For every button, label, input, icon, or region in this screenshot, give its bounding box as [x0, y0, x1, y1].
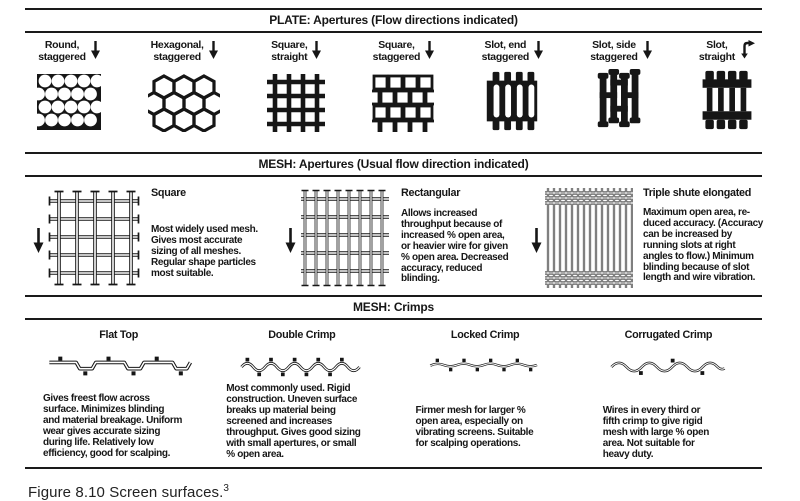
mesh-text-block: Triple shute elongated Maximum open area…	[643, 187, 765, 289]
plate-label: Hexagonal, staggered	[150, 39, 218, 63]
crimp-item-title: Flat Top	[99, 329, 139, 341]
mesh-item-square: Square Most widely used mesh. Gives most…	[33, 187, 279, 289]
crimp-item-title: Double Crimp	[268, 329, 336, 341]
down-arrow-icon	[312, 41, 322, 59]
crimp-item-description: Gives freest flow across surface. Minimi…	[43, 393, 182, 459]
crimp-item-double-crimp: Double Crimp Most commonly used. Rigid c…	[210, 329, 393, 463]
figure-caption-footnote-ref: 3	[223, 483, 230, 494]
mesh-text-block: Rectangular Allows increased throughput …	[401, 187, 529, 289]
flat-top-crimp-icon	[48, 356, 192, 376]
mesh-item-description: Allows increased throughput because of i…	[401, 208, 509, 285]
crimp-item-corrugated-crimp: Corrugated Crimp Wires in every third or…	[577, 329, 760, 463]
mesh-text-block: Square Most widely used mesh. Gives most…	[151, 187, 279, 289]
rule-above-crimps-header	[25, 295, 762, 297]
flow-arrow	[531, 187, 545, 289]
plate-section-header: PLATE: Apertures (Flow directions indica…	[269, 13, 518, 27]
rectangular-weave-pattern-icon	[301, 189, 389, 287]
plate-label: Square, staggered	[372, 39, 435, 63]
down-arrow-icon	[285, 228, 296, 253]
rule-top	[25, 8, 762, 10]
plate-item-square-staggered: Square, staggered	[372, 39, 435, 140]
slot-side-staggered-pattern-icon	[597, 69, 641, 128]
plate-item-slot-straight: Slot, straight	[698, 39, 756, 140]
square-staggered-pattern-icon	[372, 74, 435, 132]
round-staggered-pattern-icon	[37, 74, 101, 130]
plate-item-square-straight: Square, straight	[267, 39, 326, 140]
crimp-item-description: Firmer mesh for larger % open area, espe…	[415, 405, 534, 449]
rule-below-mesh-header	[25, 175, 762, 177]
mesh-item-title: Rectangular	[401, 187, 461, 199]
crimp-item-description: Wires in every third or fifth crimp to g…	[602, 405, 710, 460]
mesh-item-title: Square	[151, 187, 186, 199]
crimp-item-locked-crimp: Locked Crimp Firmer mesh for larger % op…	[394, 329, 577, 463]
mesh-crimps-row: Flat Top Gives freest flow across surfac…	[25, 320, 762, 467]
plate-label: Slot, end staggered	[481, 39, 544, 63]
rule-below-crimps-header	[25, 318, 762, 320]
rule-below-plate-header	[25, 31, 762, 33]
flow-arrow	[285, 187, 299, 289]
figure-caption: Figure 8.10 Screen surfaces.3	[28, 483, 762, 501]
crimp-item-title: Locked Crimp	[450, 329, 520, 341]
slot-straight-pattern-icon	[702, 70, 752, 130]
rule-bottom	[25, 467, 762, 469]
slot-end-staggered-pattern-icon	[487, 71, 538, 131]
mesh-item-rectangular: Rectangular Allows increased throughput …	[285, 187, 529, 289]
plate-label-text: Square, straight	[271, 39, 308, 63]
locked-crimp-icon	[429, 358, 538, 372]
plate-label-text: Slot, end staggered	[481, 39, 530, 63]
down-arrow-icon	[425, 41, 435, 59]
plate-item-round-staggered: Round, staggered	[37, 39, 101, 140]
mesh-item-description: Maximum open area, re- duced accuracy. (…	[643, 207, 764, 284]
crimps-section-header: MESH: Crimps	[353, 300, 434, 314]
down-arrow-icon	[642, 41, 652, 59]
figure-sheet: PLATE: Apertures (Flow directions indica…	[25, 8, 765, 501]
mesh-item-title: Triple shute elongated	[643, 187, 751, 199]
rule-above-mesh-header	[25, 152, 762, 154]
down-arrow-icon	[534, 41, 544, 59]
plate-label: Square, straight	[271, 39, 322, 63]
plate-label: Round, staggered	[38, 39, 100, 63]
mesh-item-description: Most widely used mesh. Gives most accura…	[151, 224, 258, 279]
plate-item-hexagonal-staggered: Hexagonal, staggered	[148, 39, 221, 140]
plate-label-text: Hexagonal, staggered	[150, 39, 204, 63]
mesh-apertures-row: Square Most widely used mesh. Gives most…	[25, 177, 765, 295]
up-right-bent-arrow-icon	[741, 40, 755, 59]
crimp-item-flat-top: Flat Top Gives freest flow across surfac…	[27, 329, 210, 463]
flow-arrow	[33, 187, 47, 289]
plate-item-slot-end-staggered: Slot, end staggered	[481, 39, 544, 140]
plate-label-text: Slot, straight	[698, 39, 735, 63]
plate-apertures-row: Round, staggered	[25, 33, 762, 152]
down-arrow-icon	[531, 228, 542, 253]
corrugated-crimp-icon	[610, 358, 726, 375]
square-straight-pattern-icon	[267, 74, 326, 132]
down-arrow-icon	[90, 41, 100, 59]
crimp-item-title: Corrugated Crimp	[624, 329, 713, 341]
hexagonal-staggered-pattern-icon	[148, 74, 221, 132]
plate-label-text: Slot, side staggered	[590, 39, 638, 63]
square-weave-pattern-icon	[48, 190, 140, 286]
mesh-item-triple-shute: Triple shute elongated Maximum open area…	[531, 187, 765, 289]
down-arrow-icon	[208, 41, 218, 59]
plate-item-slot-side-staggered: Slot, side staggered	[590, 39, 652, 140]
down-arrow-icon	[33, 228, 44, 253]
plate-label-text: Round, staggered	[38, 39, 86, 63]
plate-label: Slot, side staggered	[590, 39, 652, 63]
double-crimp-icon	[240, 357, 361, 377]
triple-shute-pattern-icon	[545, 188, 633, 288]
plate-label-text: Square, staggered	[372, 39, 421, 63]
mesh-section-header: MESH: Apertures (Usual flow direction in…	[258, 157, 529, 171]
plate-label: Slot, straight	[698, 39, 756, 63]
crimp-item-description: Most commonly used. Rigid construction. …	[226, 383, 361, 460]
